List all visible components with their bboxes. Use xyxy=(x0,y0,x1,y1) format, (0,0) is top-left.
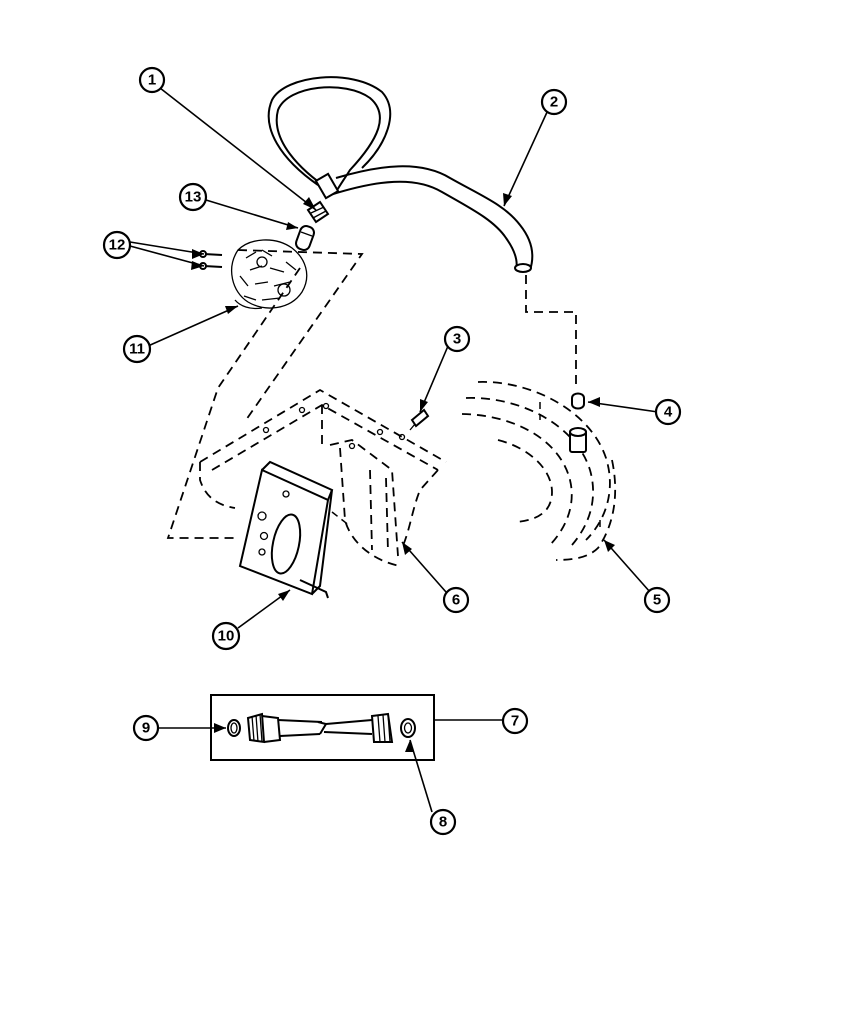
callout-8: 8 xyxy=(429,808,457,836)
mounting-bracket-phantom xyxy=(199,388,447,567)
fill-hose-inset xyxy=(210,694,435,761)
callout-4: 4 xyxy=(654,398,682,426)
callout-3: 3 xyxy=(443,325,471,353)
callout-label-10: 10 xyxy=(218,628,235,645)
callout-12: 12 xyxy=(102,230,132,260)
callout-11: 11 xyxy=(122,334,152,364)
tub-ring-phantom xyxy=(461,381,617,561)
callout-9: 9 xyxy=(132,714,160,742)
callout-10: 10 xyxy=(211,621,241,651)
drain-hose xyxy=(267,76,534,273)
water-valve xyxy=(231,239,308,310)
callout-5: 5 xyxy=(643,586,671,614)
hose-clamp xyxy=(306,200,330,224)
callout-label-2: 2 xyxy=(550,94,558,111)
callout-label-11: 11 xyxy=(129,341,145,358)
hose-connector xyxy=(295,225,315,251)
callout-label-9: 9 xyxy=(142,720,150,737)
callout-label-6: 6 xyxy=(452,592,460,609)
callout-label-8: 8 xyxy=(439,814,447,831)
callout-2: 2 xyxy=(540,88,568,116)
callout-label-7: 7 xyxy=(511,713,519,730)
leader-arrowheads xyxy=(191,193,615,752)
callout-label-1: 1 xyxy=(148,72,156,89)
callout-1: 1 xyxy=(138,66,166,94)
callout-13: 13 xyxy=(178,182,208,212)
mounting-plate xyxy=(238,460,334,599)
callout-label-3: 3 xyxy=(453,331,461,348)
callout-7: 7 xyxy=(501,707,529,735)
callout-label-5: 5 xyxy=(653,592,661,609)
inlet-nozzle xyxy=(525,275,587,453)
valve-mount-phantom xyxy=(166,249,364,539)
callout-6: 6 xyxy=(442,586,470,614)
screw xyxy=(409,408,430,431)
callout-label-4: 4 xyxy=(664,404,673,421)
callout-label-12: 12 xyxy=(109,237,126,254)
callout-label-13: 13 xyxy=(185,189,202,206)
